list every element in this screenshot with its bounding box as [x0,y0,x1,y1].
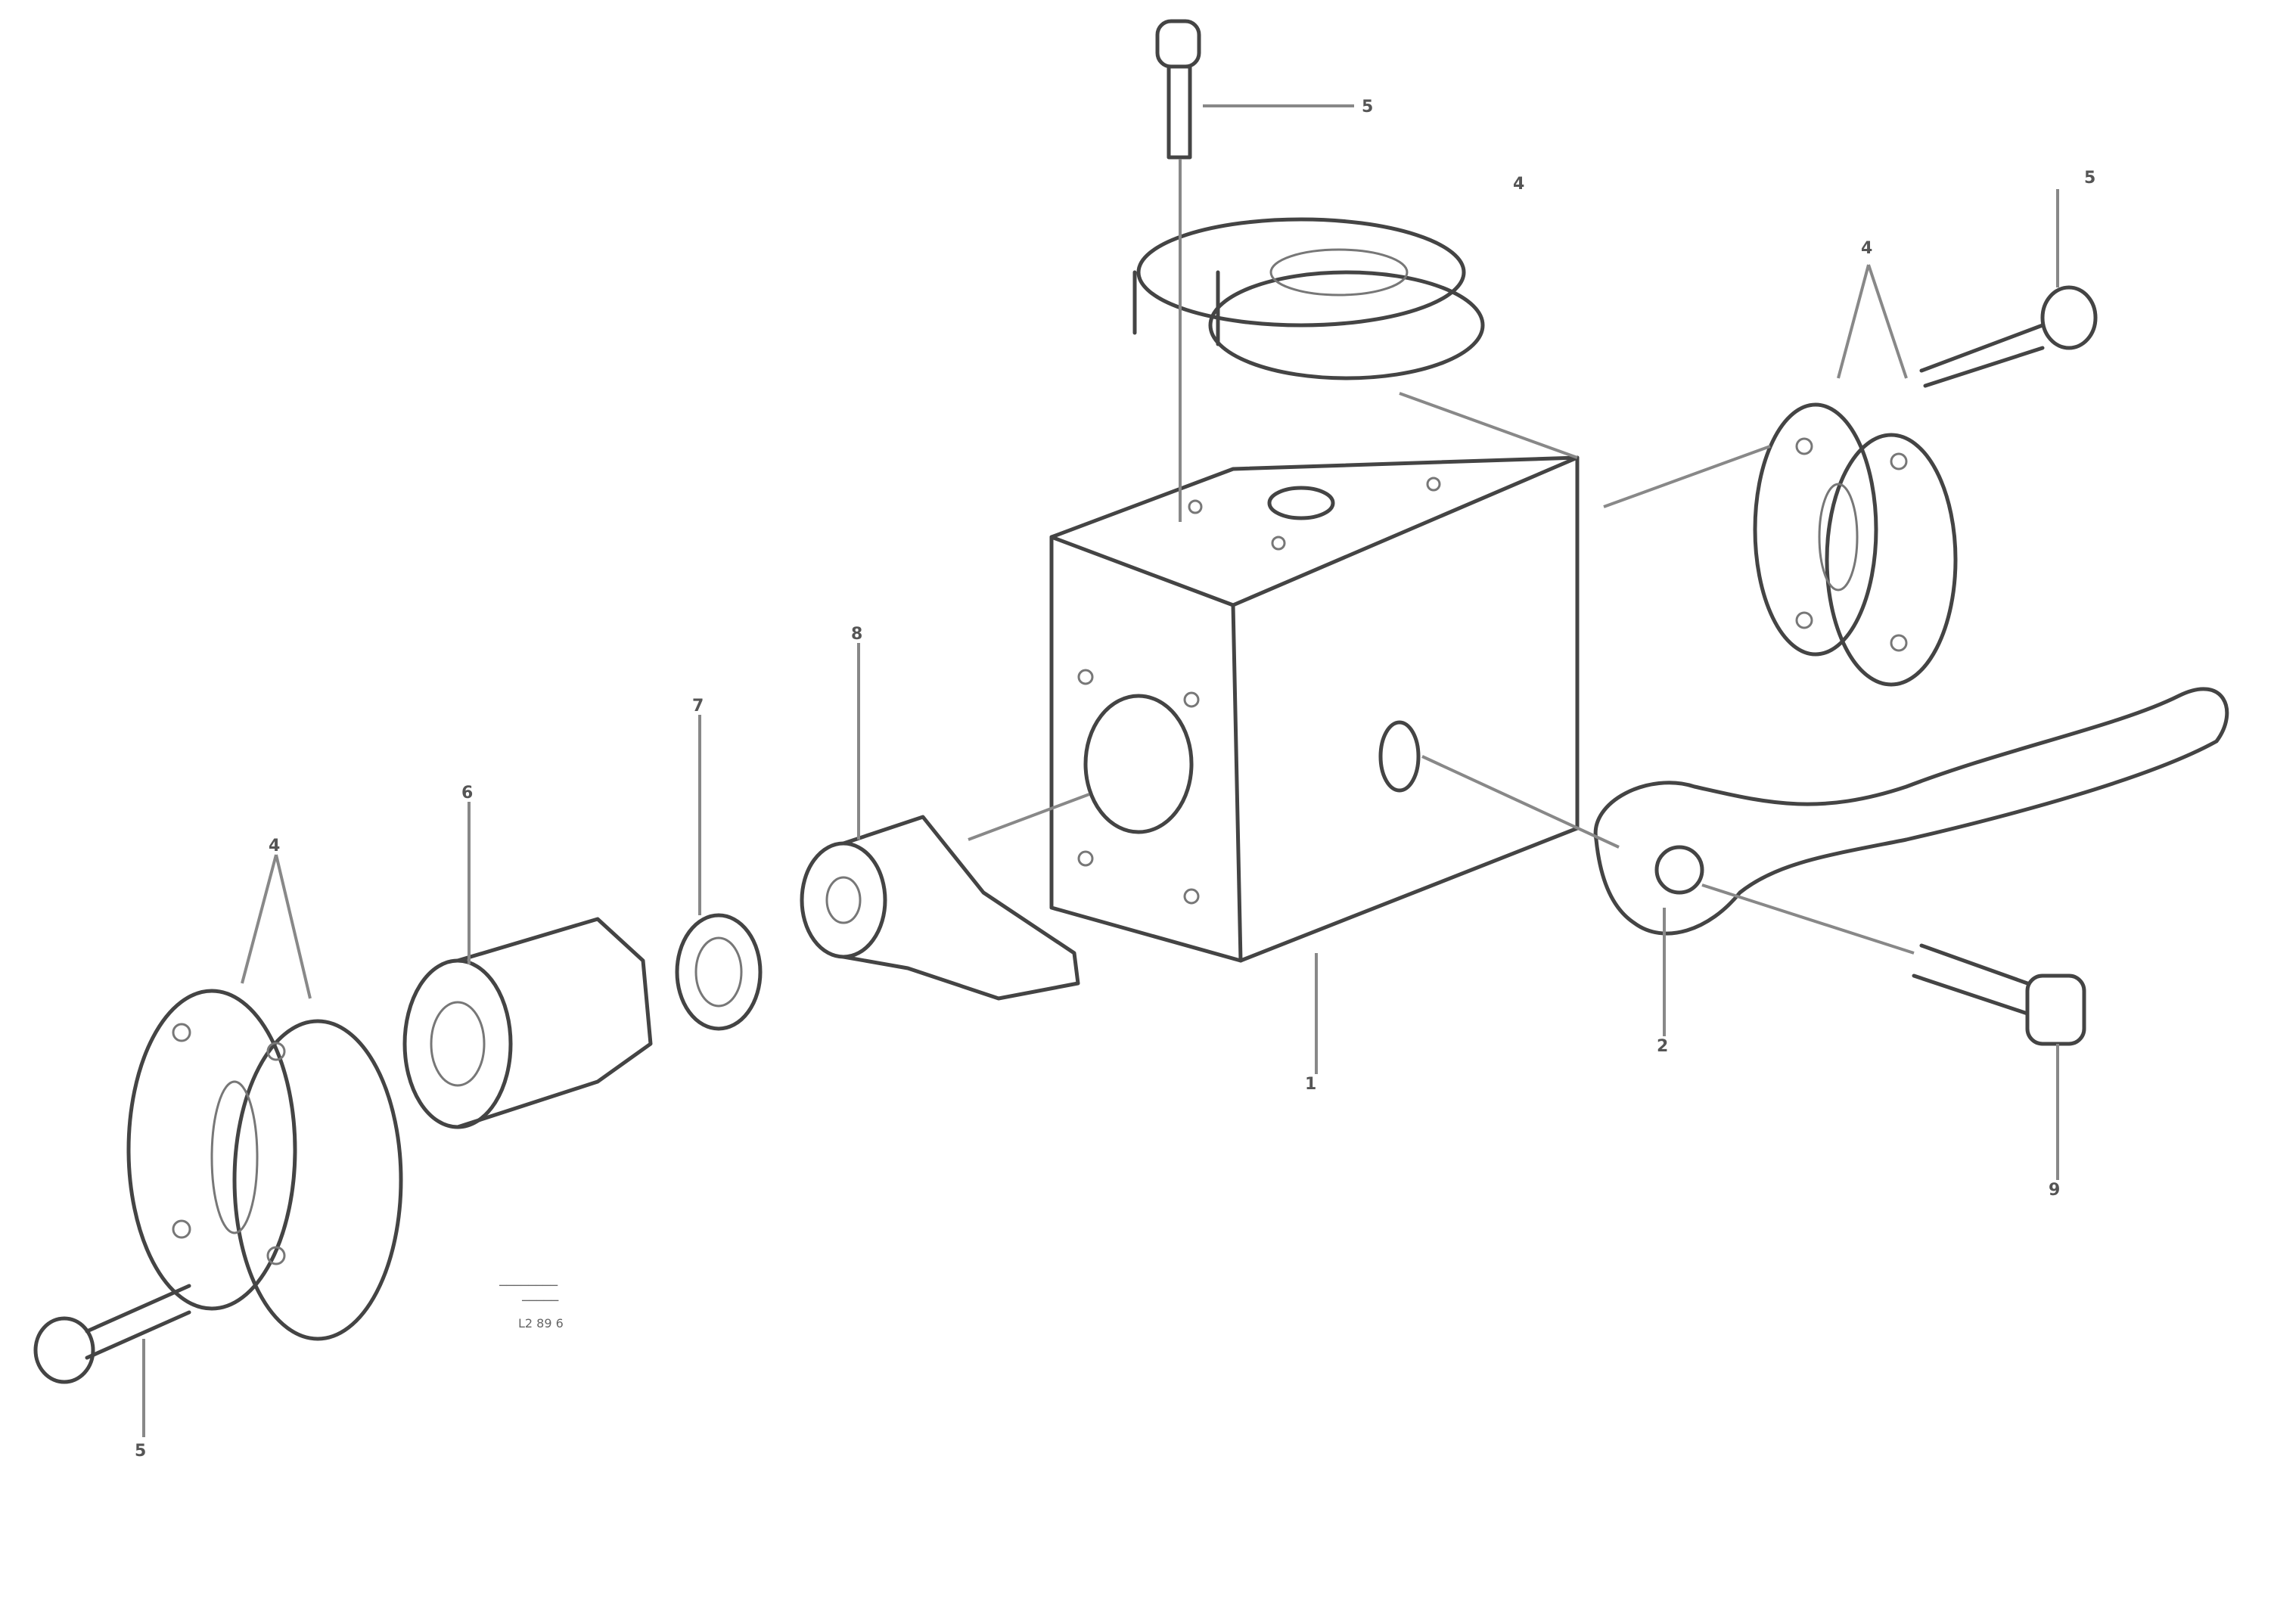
callout-label: 4 [1513,175,1524,194]
valve-cartridge[interactable] [800,815,1080,1001]
valve-block[interactable] [1049,455,1580,963]
spool-plug[interactable] [402,917,653,1129]
callout-label: 5 [1362,98,1373,116]
callout-label: 4 [269,837,280,855]
right-bolt[interactable] [1919,285,2098,388]
callout-label: 9 [2049,1181,2060,1200]
lever-arm[interactable] [1593,687,2229,936]
callout-label: 6 [461,784,473,803]
callout-label: 1 [1305,1075,1316,1094]
svg-text:L2 89 6: L2 89 6 [518,1316,564,1331]
svg-text:─────: ───── [521,1293,559,1308]
right-flange[interactable] [1753,402,1958,687]
callout-label: 7 [692,697,704,716]
lever-bolt[interactable] [1912,943,2086,1046]
svg-text:────────: ──────── [499,1278,558,1293]
callout-label: 5 [2084,169,2095,188]
top-flange[interactable] [1132,217,1485,380]
left-bolt[interactable] [33,1284,191,1384]
callout-label: 4 [1861,239,1872,258]
callout-label: 2 [1657,1037,1668,1056]
top-bolt[interactable] [1155,19,1201,160]
drawing-caption: ──────── ───── L2 89 6 [499,1278,564,1331]
callout-label: 5 [135,1442,146,1461]
callout-label: 8 [851,625,862,644]
left-flange[interactable] [126,989,403,1341]
seal-ring[interactable] [675,913,763,1031]
